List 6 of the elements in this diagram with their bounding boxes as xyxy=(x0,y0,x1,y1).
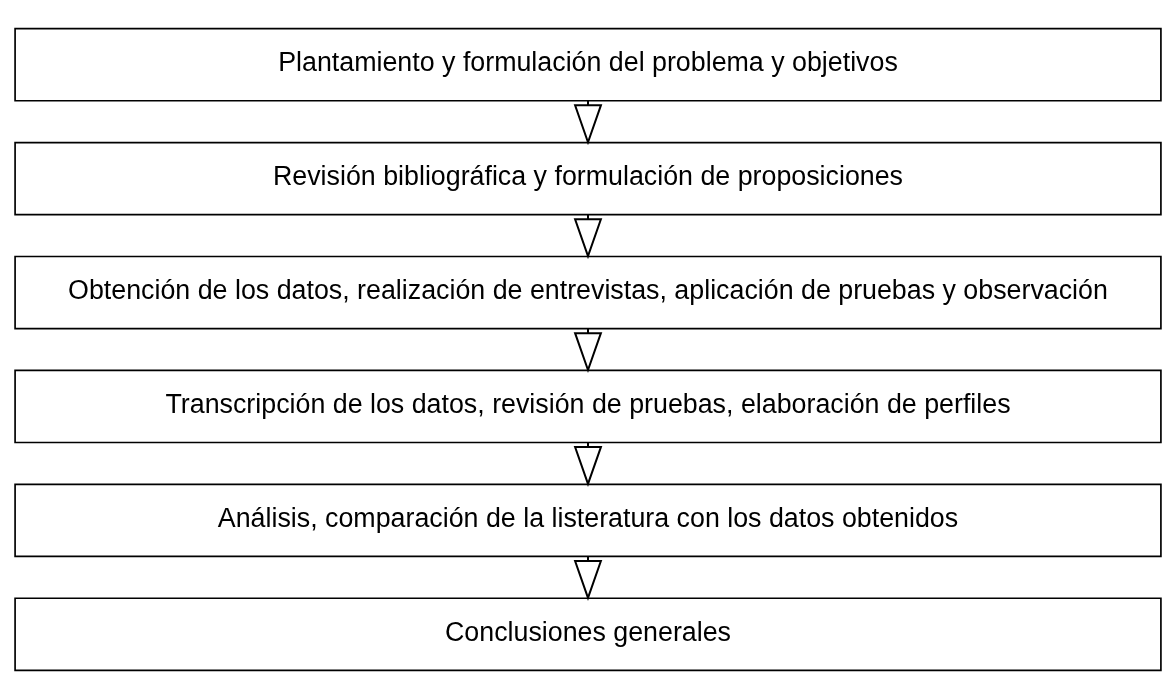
node-box: Plantamiento y formulación del problema y objetivos xyxy=(14,27,1162,102)
node-box: Obtención de los datos, realización de entrevistas, aplicación de pruebas y observación xyxy=(14,255,1162,329)
node-box: Revisión bibliográfica y formulación de proposiciones xyxy=(14,141,1162,215)
node-box: Conclusiones generales xyxy=(14,596,1162,671)
node-box: Análisis, comparación de la listeratura con los datos obtenidos xyxy=(14,483,1162,557)
node-box: Transcripción de los datos, revisión de pruebas, elaboración de perfiles xyxy=(14,369,1162,443)
